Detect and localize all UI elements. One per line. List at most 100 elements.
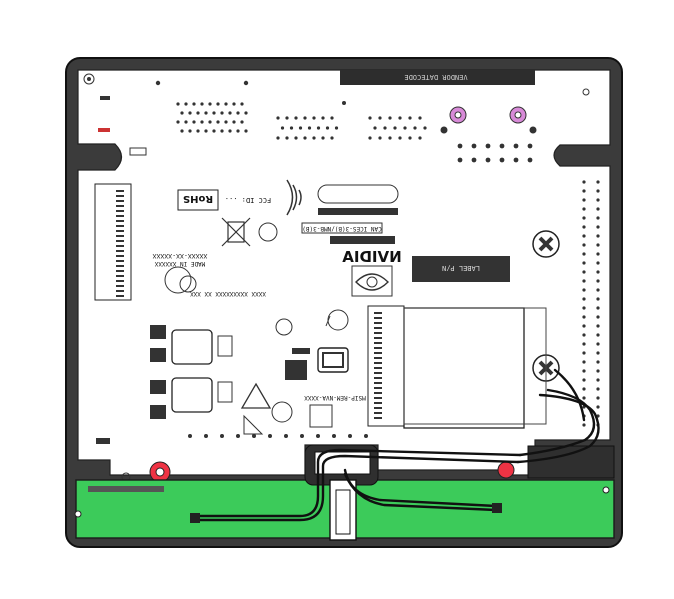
pin [596, 234, 600, 238]
pin [240, 102, 244, 106]
pin [403, 126, 407, 130]
pin [398, 116, 402, 120]
connector-pin [374, 357, 382, 359]
label-pn-box [412, 256, 510, 282]
pin [378, 136, 382, 140]
pin-array-1 [176, 102, 248, 133]
pin [582, 270, 586, 274]
pin [596, 288, 600, 292]
pin [413, 126, 417, 130]
pin [220, 129, 224, 133]
connector-pin [116, 215, 124, 217]
pin [388, 116, 392, 120]
pin [582, 243, 586, 247]
pin [330, 136, 334, 140]
pin [240, 120, 244, 124]
connector-pin [374, 412, 382, 414]
connector-pin [116, 270, 124, 272]
pin [582, 288, 586, 292]
pin [196, 111, 200, 115]
pin [294, 136, 298, 140]
pin [232, 120, 236, 124]
pin [236, 434, 240, 438]
m2-module-card [403, 307, 525, 429]
pin [298, 126, 303, 130]
pin [582, 351, 586, 355]
pin [471, 157, 477, 163]
pin [383, 126, 387, 130]
pin [582, 207, 586, 211]
pin [236, 111, 240, 115]
pin [368, 136, 372, 140]
pin [192, 102, 196, 106]
pin [596, 207, 600, 211]
connector-pin [116, 220, 124, 222]
pin [596, 360, 600, 364]
pin [284, 434, 288, 438]
antenna-cables [193, 368, 600, 522]
pin [252, 434, 256, 438]
pin [582, 252, 586, 256]
nvidia-eye-icon [351, 265, 393, 297]
pin [316, 126, 321, 130]
connector-pin [374, 392, 382, 394]
connector-pin [116, 280, 124, 282]
pin [208, 102, 212, 106]
pin [388, 136, 392, 140]
connector-pin [374, 387, 382, 389]
connector-pin [374, 332, 382, 334]
pin [423, 126, 427, 130]
pin [176, 120, 180, 124]
pin [499, 143, 505, 149]
pin [220, 111, 224, 115]
connector-pin [374, 367, 382, 369]
pin [596, 243, 600, 247]
pin [188, 111, 192, 115]
connector-pin [374, 372, 382, 374]
connector-pin [116, 260, 124, 262]
pin [307, 126, 312, 130]
pin [276, 136, 280, 140]
pin [596, 324, 600, 328]
pin [300, 434, 304, 438]
connector-pin [374, 382, 382, 384]
pin [368, 116, 372, 120]
pin [471, 143, 477, 149]
pin [208, 120, 212, 124]
pin [596, 279, 600, 283]
pin [485, 143, 491, 149]
serial-label: XXXX XXXXXXXXX XX XXX [190, 290, 266, 297]
pin [582, 261, 586, 265]
pin [596, 396, 600, 400]
pin [184, 120, 188, 124]
pin [582, 369, 586, 373]
pin [180, 111, 184, 115]
pin [312, 136, 316, 140]
pin [582, 279, 586, 283]
pin [224, 102, 228, 106]
pin [212, 129, 216, 133]
pin [276, 116, 280, 120]
red-led [98, 128, 110, 132]
pin [408, 136, 412, 140]
connector-pin [374, 342, 382, 344]
pin [321, 136, 325, 140]
pin [200, 120, 204, 124]
pin [373, 126, 377, 130]
connector-pin [116, 200, 124, 202]
nvidia-brand-text: NVIDIA [342, 248, 402, 266]
pin [330, 116, 334, 120]
made-in-label: MADE IN XXXXXX [154, 260, 205, 267]
connector-pin [116, 195, 124, 197]
connector-pin [116, 250, 124, 252]
pin [582, 324, 586, 328]
pin [192, 120, 196, 124]
pin [582, 189, 586, 193]
pin [180, 129, 184, 133]
pin [596, 342, 600, 346]
pin [364, 434, 368, 438]
pin [325, 126, 330, 130]
screw-top-right [532, 230, 560, 258]
connector-pin [116, 230, 124, 232]
